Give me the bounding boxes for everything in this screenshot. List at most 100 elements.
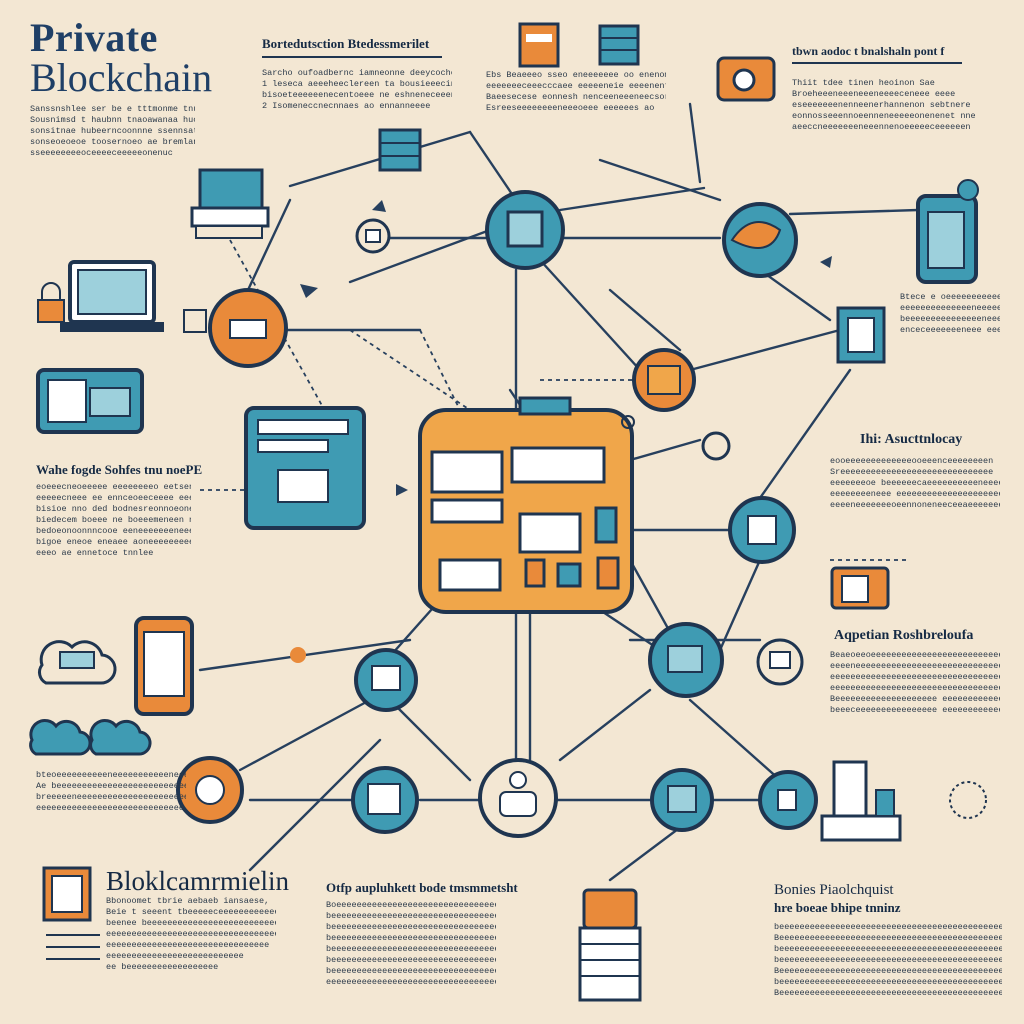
text-line: eeeeeeeeeeeeeeeeeeeeeeeeeeeeeeeeeeee bbox=[326, 977, 496, 987]
text-line: beeeeeeeeeeeeeeeeeeeeeeeeeeeeeeeeeeeeeee… bbox=[774, 944, 1002, 954]
heading-top-right: tbwn aodoc t bnalshaln pont f bbox=[792, 44, 945, 58]
connection-line bbox=[348, 228, 492, 284]
teal-node-icon bbox=[728, 496, 796, 564]
connection-line bbox=[246, 198, 292, 292]
connection-line bbox=[238, 698, 372, 772]
text-line: Ae beeeeeeeeeeeeeeeeeeeeeeeeeeeeee bbox=[36, 781, 186, 791]
text-line: eoeeecneoeeeee eeeeeeeeo eetseneeenee bbox=[36, 482, 191, 492]
text-line: eeeeneeeeeeeeeeeeeeeeeeeeeeeeeeeeeee bbox=[830, 661, 1000, 671]
teal-node-icon bbox=[758, 770, 818, 830]
heading-rule bbox=[792, 62, 962, 64]
connection-line bbox=[248, 738, 382, 872]
connection-line bbox=[758, 268, 832, 322]
smartphone-icon bbox=[134, 616, 194, 716]
text-line: eeeeeeeeeeeeeeeeeeeeeeeeeeeeeeeeeeeeeee bbox=[830, 672, 1000, 682]
cloud-icon bbox=[29, 719, 92, 756]
heading-bottom-center: Otfp aupluhkett bode tmsmmetsht bbox=[326, 880, 518, 895]
connection-line bbox=[788, 208, 920, 216]
text-line: bisioe nno ded bodnesreonnoeoneeenen bbox=[36, 504, 191, 514]
text-line: beeeeeeeeeeeeeeeeeeeeeeeeeeeeeeeeeeeeeee bbox=[326, 966, 496, 976]
orange-node-icon bbox=[632, 348, 696, 412]
teal-node-icon bbox=[648, 622, 724, 698]
teal-node-icon bbox=[351, 766, 419, 834]
dashed-line bbox=[419, 329, 461, 411]
text-line: eeeeeeeceeecccaee eeeeeneie eeeenentoe bbox=[486, 81, 666, 91]
arrow-icon bbox=[820, 256, 832, 268]
connection-line bbox=[598, 608, 662, 652]
text-line: Baeesecese eonnesh nenceeneeeneecsor bbox=[486, 92, 666, 102]
text-line: eeeeeeeeneee eeeeeeeeeeeeeeeeeeeeee bbox=[830, 489, 1000, 499]
text-line: eeeo ae ennetoce tnnlee bbox=[36, 548, 154, 558]
text-line: bigoe eneoe eneaee aoneeeeeeeeeoe bbox=[36, 537, 191, 547]
text-line: beeeeeeeeeeeeeeeeeeeeeeeeeeeeeeeeeeeeeee… bbox=[774, 955, 1002, 965]
heading-bottom-left: Bloklcamrmielin bbox=[106, 866, 289, 896]
text-line: sonsitnae hubeerncoonnne ssennsatee bbox=[30, 126, 195, 136]
connection-line bbox=[688, 102, 702, 184]
text-line: Boeeeeeeeeeeeeeeeeeeeeeeeeeeeeeeee bbox=[326, 900, 496, 910]
title-line-1: Private bbox=[30, 15, 158, 60]
server-building-icon bbox=[190, 168, 270, 239]
text-line: eeeeeeeeeeeeeeeeeeeeeeeeeeeeeeeeeeeeeeee bbox=[830, 683, 1000, 693]
connection-line bbox=[688, 698, 782, 782]
devices bbox=[29, 22, 979, 1002]
divider-rule bbox=[46, 946, 100, 948]
heading-top-center: Bortedutsction Btedessmerilet bbox=[262, 36, 430, 51]
text-line: beeeeeeeeeeeeeeeeeeeeeeeeeeeeeeeeeeeeee bbox=[326, 922, 496, 932]
cloud-icon bbox=[89, 719, 152, 756]
lock-node-icon bbox=[355, 218, 391, 254]
teal-node-icon bbox=[354, 648, 418, 712]
heading-right-middle: Ihi: Asucttnlocay bbox=[860, 432, 963, 447]
text-line: Beaeoeeoeeeeeeeeeeeeeeeeeeeeeeeeeeee bbox=[830, 650, 1000, 660]
arrow-icon bbox=[372, 200, 386, 212]
connection-line bbox=[688, 328, 842, 372]
cloud-icon bbox=[38, 640, 117, 685]
teal-node-icon bbox=[650, 768, 714, 832]
page-title: Private Blockchain bbox=[30, 18, 212, 98]
connection-line bbox=[538, 258, 642, 372]
connection-line bbox=[758, 368, 852, 500]
connection-line bbox=[598, 158, 722, 202]
text-line: Beeeeeeeeeeeeeeeeeeee eeeeeeeeeeeeeeeeee… bbox=[830, 694, 1000, 704]
heading-left-middle: Wahe fogde Sohfes tnu noePE bbox=[36, 462, 203, 477]
document-icon bbox=[836, 306, 886, 364]
document-stack-icon bbox=[42, 866, 92, 922]
connection-line bbox=[628, 438, 702, 462]
connection-line bbox=[468, 130, 518, 202]
text-line: bedoeonoonnncooe eeneeeeeeeneeeaee bbox=[36, 526, 191, 536]
text-line: beeeeeeeeeeeeeeeneeee bbox=[900, 314, 1000, 324]
text-left-lower: bteoeeeeeeeeeeneeeeeeeeeeeneeeeeeeeeAe b… bbox=[36, 770, 186, 814]
camera-icon bbox=[716, 56, 776, 102]
text-line: Beeeeeeeeeeeeeeeeeeeeeeeeeeeeeeeeeeeeeee… bbox=[774, 933, 1002, 943]
text-right-upper: Btece e oeeeeeeeeeeeeeeeeeeeeeeeeeeeeeen… bbox=[900, 292, 1000, 336]
lock-icon bbox=[37, 282, 65, 323]
text-line: Ebs Beaeeeo sseo eneeeeeee oo enenomee bbox=[486, 70, 666, 80]
heading-bottom-right-2: hre boeae bhipe tnninz bbox=[774, 900, 901, 915]
text-left-middle: eoeeecneoeeeee eeeeeeeeo eetseneeenee eee… bbox=[36, 482, 191, 559]
divider-rule bbox=[46, 934, 100, 936]
globe-node-icon bbox=[722, 202, 798, 278]
dashed-line bbox=[349, 329, 471, 411]
text-line: beeeeeeeeeeeeeeeeeeeeeeeeeeeeeeeeeee bbox=[326, 911, 496, 921]
small-node-icon bbox=[949, 781, 987, 819]
small-node-icon bbox=[290, 647, 306, 663]
server-stack-icon bbox=[378, 128, 422, 172]
heading-right-lower: Aqpetian Roshbreloufa bbox=[834, 628, 974, 643]
text-line: sseeeeeeeeoceeeeceeeeeonenuc bbox=[30, 148, 173, 158]
small-node-icon bbox=[621, 415, 635, 429]
heading-bottom-right-1: Bonies Piaolchquist bbox=[774, 882, 894, 898]
text-line: Broeheeeneeeneeeneeeeceneee eeee bbox=[792, 89, 956, 99]
text-line: Bbonoomet tbrie aebaeb iansaese, bbox=[106, 896, 270, 906]
text-line: eonnosseeennoeenneneeeeeonenenet nne bbox=[792, 111, 976, 121]
monitor-icon bbox=[36, 368, 144, 434]
text-line: Thiit tdee tinen heoinon Sae bbox=[792, 78, 935, 88]
heading-rule bbox=[262, 56, 442, 58]
text-line: beeeceeeeeeeeeeeeeeee eeeeeeeeeeeeee bbox=[830, 705, 1000, 715]
text-line: eseeeeeeenenneenerhannenon sebtnere bbox=[792, 100, 971, 110]
